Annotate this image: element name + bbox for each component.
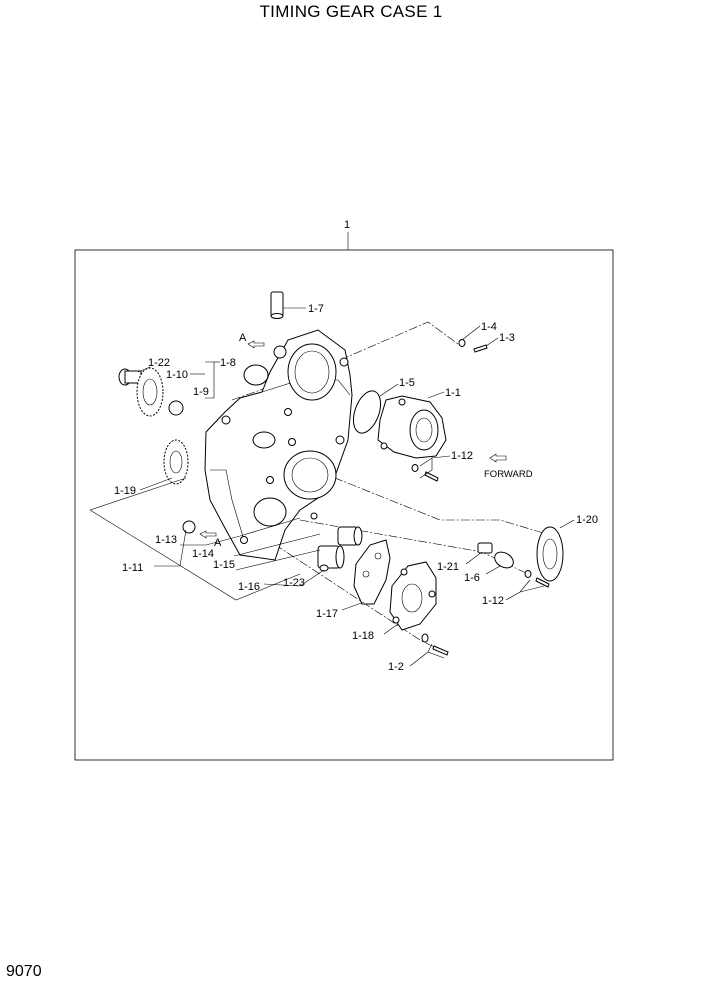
- callout-1-17: 1-17: [316, 608, 338, 620]
- part-1-21-plate: [477, 542, 493, 554]
- forward-label: FORWARD: [484, 469, 533, 480]
- part-1-1-housing: [377, 395, 447, 459]
- part-1-2-bolt: [432, 645, 449, 656]
- callout-1-7: 1-7: [308, 303, 324, 315]
- callout-1-1: 1-1: [445, 387, 461, 399]
- callout-1-20: 1-20: [576, 514, 598, 526]
- part-1-4-washer: [458, 339, 466, 347]
- part-1-14-gear: [337, 526, 363, 546]
- callout-1-10: 1-10: [166, 369, 188, 381]
- assembly-label: 1: [344, 219, 350, 231]
- callout-1-16: 1-16: [238, 581, 260, 593]
- part-1-15-gear: [317, 545, 345, 569]
- part-1-12-bolt-upper: [424, 471, 439, 482]
- callout-1-6: 1-6: [464, 572, 480, 584]
- part-1-10-gear: [136, 367, 164, 417]
- callout-1-18: 1-18: [352, 630, 374, 642]
- callout-1-19: 1-19: [114, 485, 136, 497]
- view-marker-a-top: A: [239, 332, 247, 344]
- assembly-frame: [74, 249, 614, 761]
- callout-1-21: 1-21: [437, 561, 459, 573]
- part-1-6-cover: [494, 551, 514, 569]
- callout-1-13: 1-13: [155, 534, 177, 546]
- part-1-9-bush: [168, 400, 184, 416]
- callout-1-14: 1-14: [192, 548, 214, 560]
- part-1-7-plug: [270, 291, 284, 317]
- callout-1-2: 1-2: [388, 661, 404, 673]
- callout-1-5: 1-5: [399, 377, 415, 389]
- part-1-18-cover: [389, 561, 437, 631]
- callout-1-11: 1-11: [122, 562, 143, 574]
- part-1-22-shaft: [118, 368, 142, 386]
- part-1-20-seal: [536, 526, 564, 582]
- callout-1-8: 1-8: [220, 357, 236, 369]
- callout-1-22: 1-22: [148, 357, 170, 369]
- callout-1-12-lower: 1-12: [482, 595, 504, 607]
- callout-1-12-upper: 1-12: [451, 450, 473, 462]
- callout-1-15: 1-15: [213, 559, 235, 571]
- timing-gear-case-part: [204, 329, 353, 561]
- view-marker-a-bottom: A: [214, 537, 222, 549]
- part-1-3-bolt: [473, 344, 488, 353]
- callout-1-4: 1-4: [481, 321, 497, 333]
- part-1-5-oring: [352, 390, 382, 434]
- callout-1-9: 1-9: [193, 386, 209, 398]
- callout-1-23: 1-23: [283, 577, 305, 589]
- part-1-19-gear: [163, 439, 189, 485]
- page-title: TIMING GEAR CASE 1: [259, 2, 443, 21]
- callout-1-3: 1-3: [499, 332, 515, 344]
- part-1-17-gasket: [353, 539, 391, 605]
- part-1-13-bush: [182, 520, 196, 534]
- part-1-12-bolt-lower: [535, 577, 550, 588]
- page-number: 9070: [6, 963, 42, 980]
- part-1-23-pin: [319, 564, 329, 572]
